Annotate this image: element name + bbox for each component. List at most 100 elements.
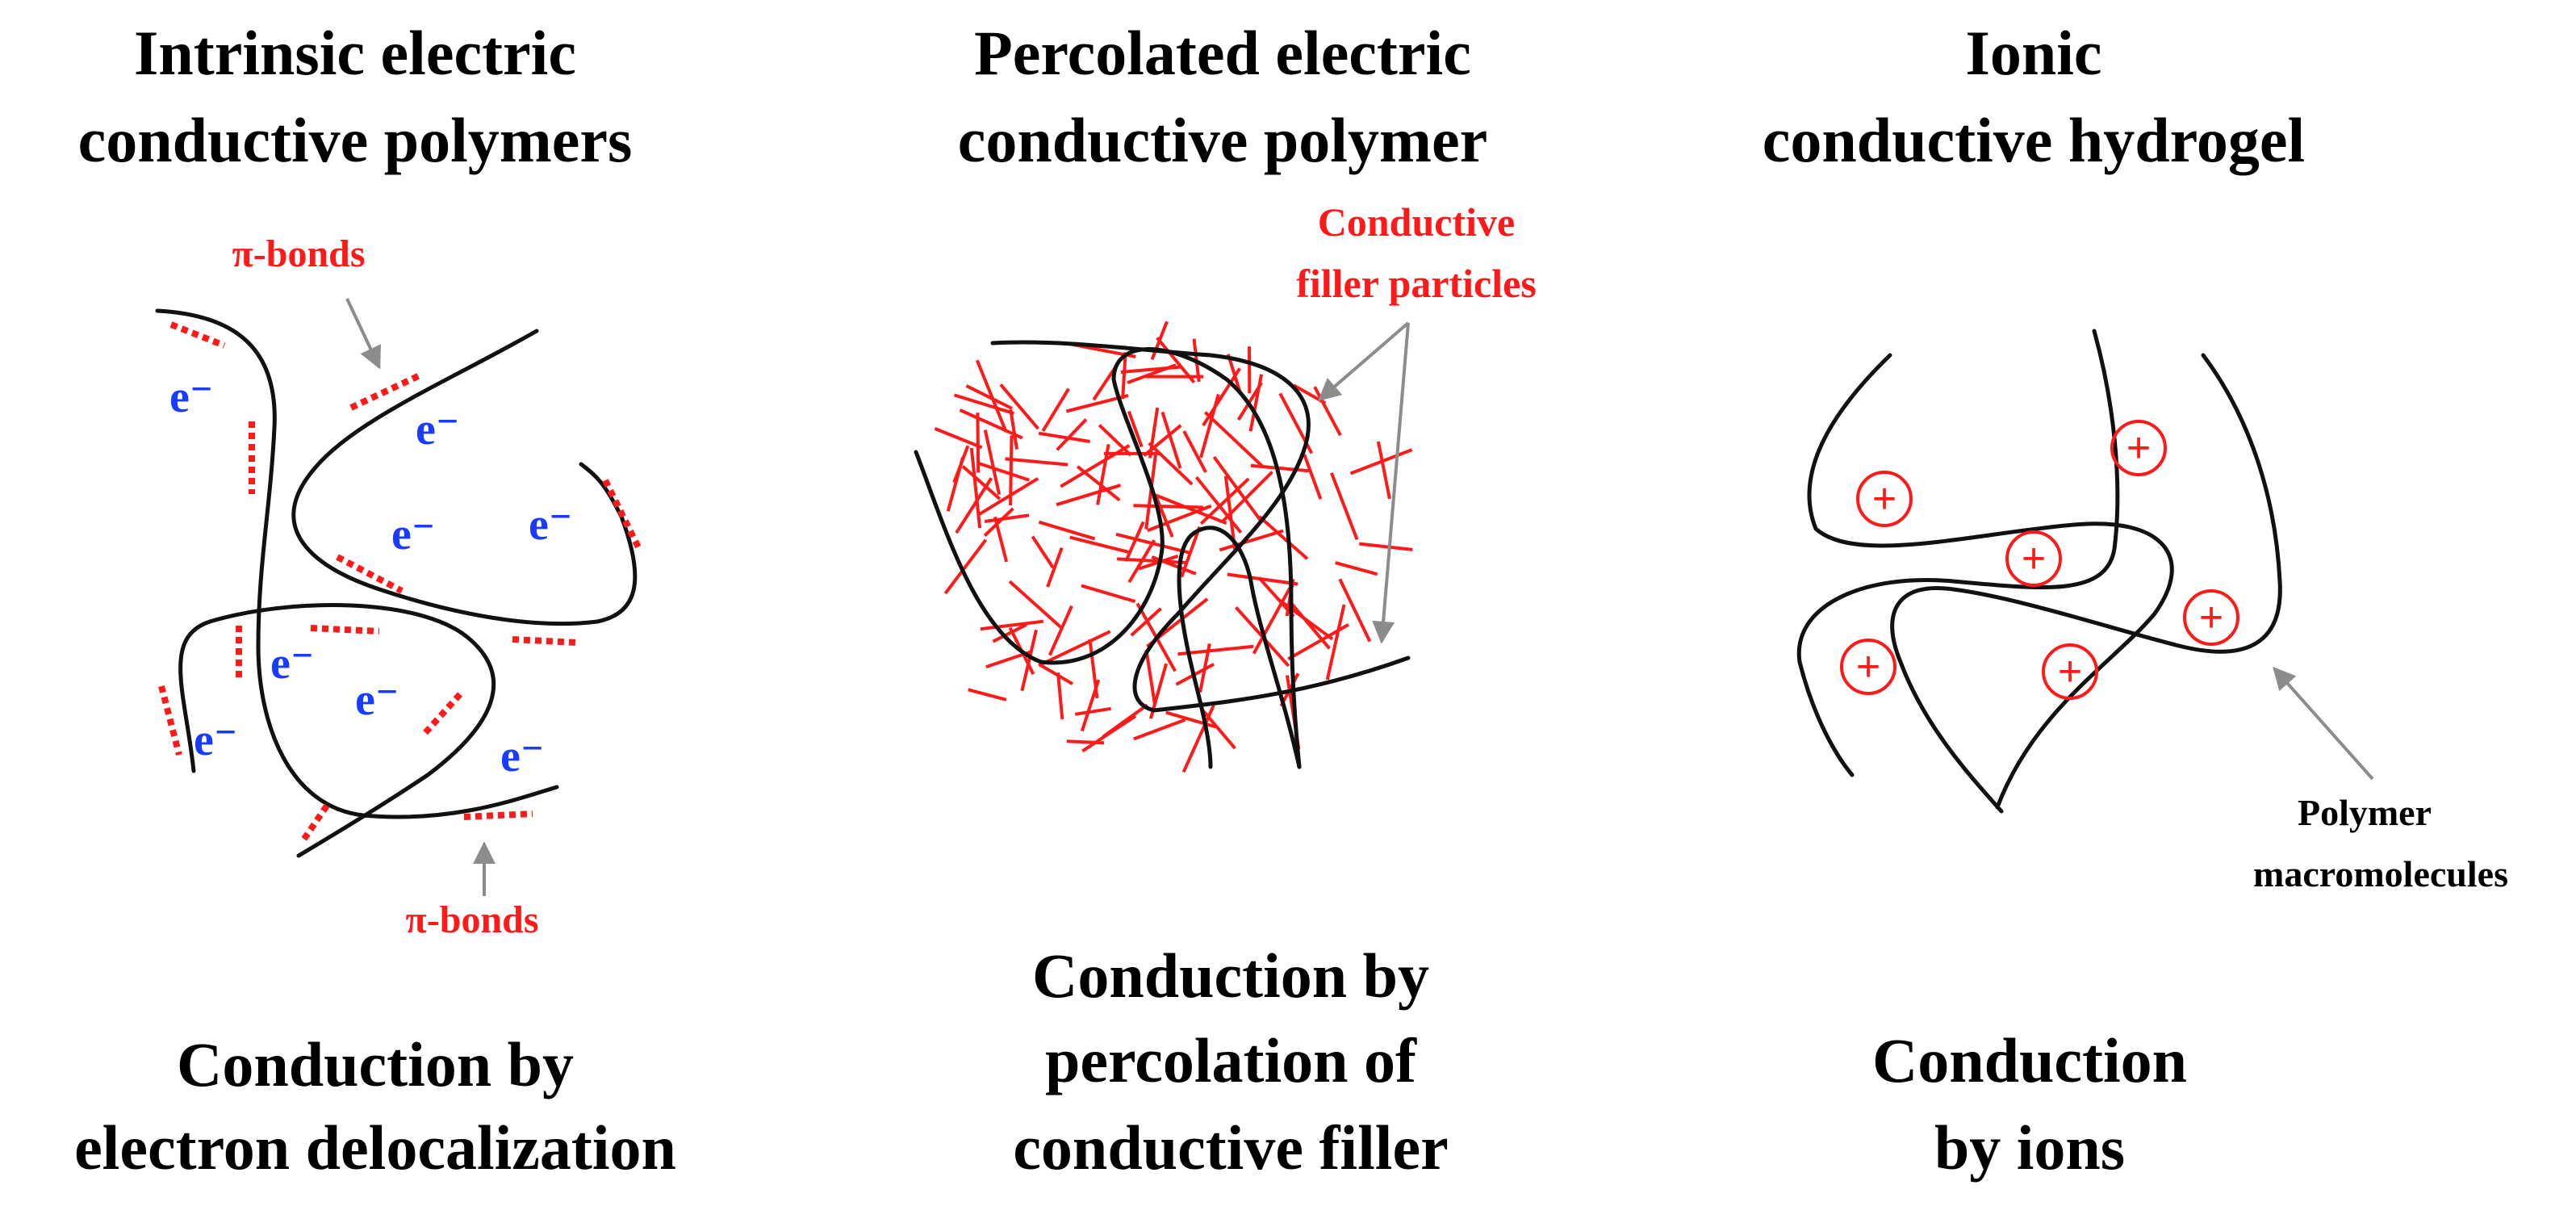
filler-particle	[1338, 578, 1372, 643]
filler-particle	[1276, 597, 1334, 641]
filler-particle	[1038, 630, 1111, 668]
percolated-title-line-1: Percolated electric	[974, 18, 1471, 88]
filler-particle	[1088, 639, 1099, 699]
intrinsic-polymer-chains	[155, 308, 638, 858]
filler-particle	[980, 619, 1044, 631]
percolated-caption-line-2: percolation of	[1045, 1025, 1417, 1095]
filler-particle	[1008, 580, 1063, 629]
ionic-caption-line-2: by ions	[1934, 1112, 2125, 1183]
filler-particle	[1056, 418, 1088, 451]
filler-particle	[1257, 515, 1309, 560]
electron-label: e⁻	[500, 731, 544, 781]
ionic-title-line-1: Ionic	[1965, 18, 2101, 88]
filler-particle	[1038, 431, 1090, 443]
filler-particle	[934, 427, 983, 450]
percolated-caption-line-1: Conduction by	[1032, 940, 1429, 1011]
filler-particle	[1257, 576, 1295, 618]
filler-particle	[1180, 526, 1202, 578]
filler-particle	[976, 461, 1030, 482]
polymer-chain	[291, 329, 638, 626]
filler-particle	[965, 384, 1013, 410]
filler-particle	[1335, 561, 1378, 576]
filler-particle	[977, 477, 1039, 517]
filler-particle	[1143, 424, 1182, 457]
intrinsic-caption-line-1: Conduction by	[177, 1029, 574, 1099]
filler-particle	[1227, 572, 1298, 586]
filler-particle	[1165, 710, 1217, 729]
ion: +	[1840, 639, 1896, 695]
filler-particle	[1212, 455, 1262, 521]
panel-percolated: Percolated electric conductive polymer C…	[914, 18, 1537, 1183]
filler-particle	[1041, 387, 1070, 432]
filler-particle	[1236, 381, 1263, 421]
ion: +	[1856, 471, 1913, 527]
pi-bonds-arrow-top	[345, 298, 381, 370]
ion-circle	[2183, 589, 2239, 646]
filler-particle	[1056, 672, 1064, 720]
ion-circle	[1856, 471, 1913, 527]
filler-label-line-2: filler particles	[1296, 261, 1537, 306]
filler-particle	[1182, 430, 1207, 473]
filler-particle	[1349, 448, 1413, 475]
polymer-chain	[1890, 353, 2282, 814]
pi-bond-mark	[463, 810, 533, 820]
polymer-chain	[1796, 329, 2120, 777]
filler-particle	[1069, 535, 1131, 555]
filler-particle	[1359, 542, 1413, 551]
ionic-title-line-2: conductive hydrogel	[1763, 105, 2305, 175]
percolated-polymer-chains	[914, 340, 1411, 769]
filler-particle	[1060, 444, 1131, 488]
filler-particle	[1226, 354, 1243, 395]
ionic-caption-line-1: Conduction	[1872, 1025, 2187, 1095]
filler-particle	[1098, 424, 1132, 457]
filler-particle	[1144, 649, 1157, 706]
polymer-label-line-2: macromolecules	[2253, 853, 2508, 894]
ion-symbol: +	[2022, 535, 2046, 582]
filler-particle	[1150, 320, 1169, 361]
filler-particle	[969, 447, 982, 529]
intrinsic-title-line-1: Intrinsic electric	[134, 18, 576, 88]
filler-particle	[1020, 629, 1038, 692]
filler-particle	[1288, 600, 1331, 650]
filler-particle	[983, 429, 1002, 496]
electron-label: e⁻	[169, 372, 213, 422]
filler-particle	[1147, 504, 1212, 533]
filler-particle	[1130, 607, 1162, 637]
pi-bond-mark	[602, 479, 642, 551]
polymer-chain	[1807, 353, 2174, 810]
ion: +	[2110, 420, 2167, 476]
pi-bond-marks	[158, 321, 642, 844]
polymer-arrow	[2273, 666, 2374, 781]
filler-particle	[952, 445, 970, 484]
ion-symbol: +	[1856, 643, 1880, 690]
electron-label: e⁻	[529, 500, 572, 550]
ion-symbol: +	[1872, 475, 1896, 522]
filler-particle	[1325, 604, 1346, 681]
filler-particle	[1250, 463, 1310, 473]
pi-bond-mark	[336, 554, 404, 594]
filler-particle	[1133, 504, 1204, 509]
filler-particle	[1121, 352, 1127, 400]
polymer-chain	[155, 308, 559, 819]
electrons: e⁻ e⁻ e⁻ e⁻ e⁻ e⁻ e⁻ e⁻	[169, 372, 572, 781]
polymer-label-line-1: Polymer	[2298, 792, 2432, 833]
electron-label: e⁻	[270, 639, 314, 689]
filler-particle	[975, 359, 1008, 433]
ion: +	[2042, 643, 2098, 700]
filler-arrow-1	[1317, 321, 1410, 401]
filler-particle	[1124, 521, 1145, 562]
filler-particle	[1081, 714, 1137, 753]
polymer-chain	[178, 603, 496, 858]
filler-particle	[992, 622, 1028, 643]
filler-particle	[999, 383, 1039, 430]
filler-particle	[1203, 411, 1264, 467]
filler-particle	[1048, 605, 1073, 656]
pi-bond-mark	[512, 636, 578, 646]
filler-particle	[984, 513, 1030, 523]
filler-particle	[961, 465, 1002, 501]
ion-symbol: +	[2058, 648, 2082, 695]
filler-particle	[1155, 493, 1227, 526]
filler-particle	[959, 408, 1023, 440]
